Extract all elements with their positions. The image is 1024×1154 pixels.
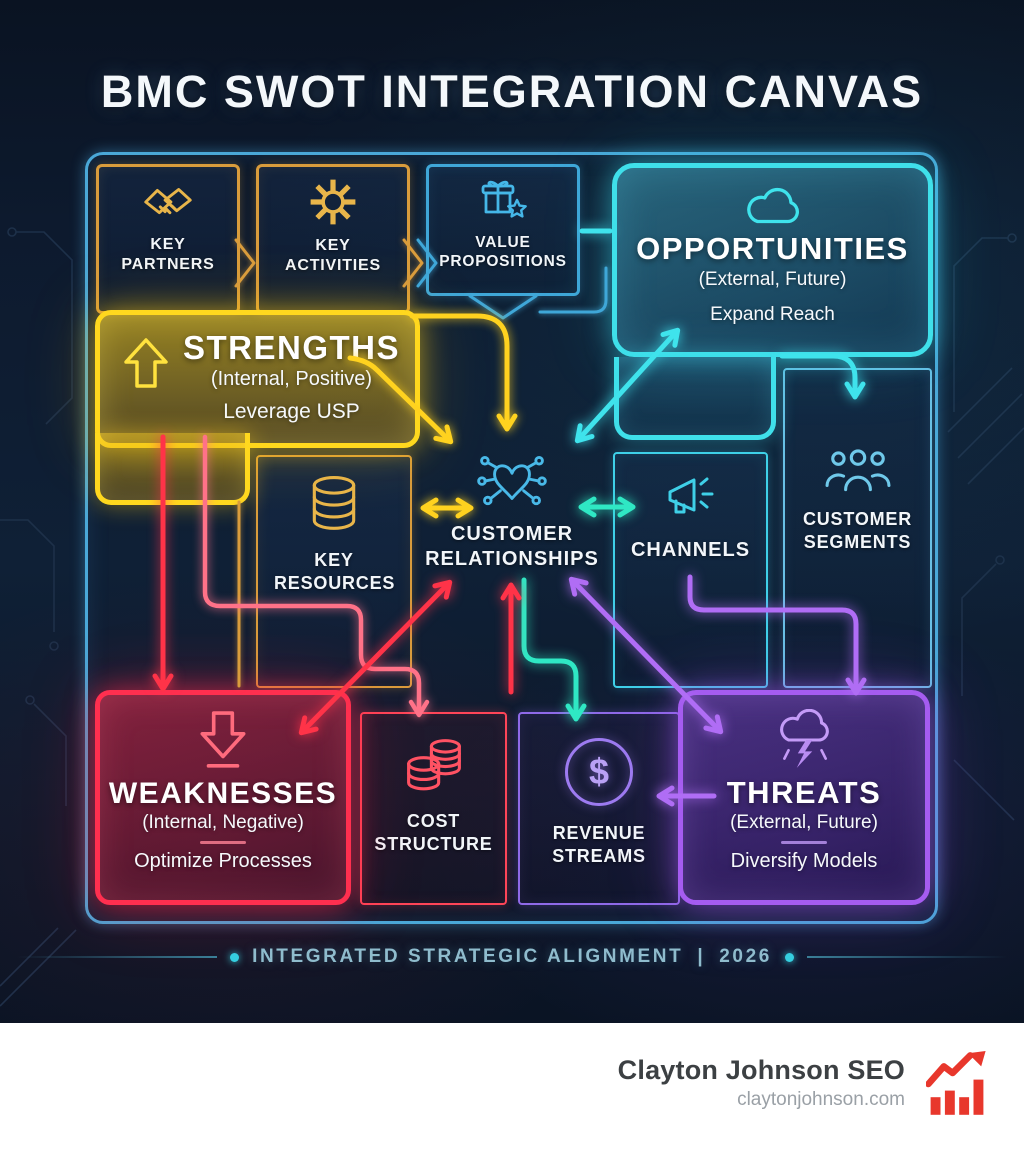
divider [200, 841, 246, 844]
canvas-outer-frame [85, 152, 938, 924]
poster-background: BMC SWOT INTEGRATION CANVAS KEY PARTNERS [0, 0, 1024, 1023]
swot-threats: THREATS (External, Future) Diversify Mod… [678, 690, 930, 905]
swot-opportunities: OPPORTUNITIES (External, Future) Expand … [612, 163, 933, 357]
block-key-resources: KEY RESOURCES [256, 455, 412, 688]
swot-title: STRENGTHS [182, 329, 400, 366]
brand-name: Clayton Johnson SEO [617, 1055, 905, 1085]
handshake-icon [139, 183, 197, 223]
block-customer-segments: CUSTOMER SEGMENTS [783, 368, 932, 688]
block-label: CUSTOMER RELATIONSHIPS [425, 523, 599, 570]
brand-website: claytonjohnson.com [737, 1089, 905, 1110]
gift-icon [476, 175, 530, 227]
caption-bar: INTEGRATED STRATEGIC ALIGNMENT | 2026 [0, 946, 1024, 968]
swot-action: Leverage USP [223, 400, 360, 423]
block-label: VALUE PROPOSITIONS [439, 234, 567, 271]
storm-cloud-icon [771, 709, 837, 771]
block-customer-relationships: CUSTOMER RELATIONSHIPS [422, 452, 602, 602]
block-label: REVENUE STREAMS [552, 823, 646, 866]
megaphone-icon [663, 474, 719, 524]
swot-action: Optimize Processes [134, 850, 312, 872]
swot-title: OPPORTUNITIES [636, 231, 909, 266]
swot-strengths: STRENGTHS (Internal, Positive) Leverage … [95, 310, 420, 448]
caption-separator: | [697, 946, 706, 967]
swot-subtitle: (Internal, Positive) [210, 368, 373, 390]
growth-chart-icon [926, 1051, 988, 1117]
swot-title: WEAKNESSES [108, 777, 338, 810]
swot-opportunities-extension [614, 357, 776, 440]
coins-icon [405, 736, 463, 796]
block-label: KEY PARTNERS [121, 236, 215, 273]
footer: Clayton Johnson SEO claytonjohnson.com [0, 1023, 1024, 1154]
caption-dot-right [784, 952, 794, 962]
block-key-partners: KEY PARTNERS [96, 164, 240, 314]
caption-label: INTEGRATED STRATEGIC ALIGNMENT [252, 946, 684, 967]
brand-block: Clayton Johnson SEO claytonjohnson.com [618, 1055, 905, 1111]
divider [781, 841, 827, 844]
caption-dot-left [230, 952, 240, 962]
swot-subtitle: (Internal, Negative) [142, 812, 304, 833]
cloud-icon [740, 182, 806, 228]
swot-weaknesses: WEAKNESSES (Internal, Negative) Optimize… [95, 690, 351, 905]
database-icon [307, 475, 361, 533]
block-revenue-streams: $ REVENUE STREAMS [518, 712, 680, 905]
caption-line-right [806, 956, 1007, 958]
down-arrow-icon [200, 711, 246, 771]
block-cost-structure: COST STRUCTURE [360, 712, 507, 905]
swot-action: Diversify Models [730, 850, 878, 872]
block-key-activities: KEY ACTIVITIES [256, 164, 410, 314]
circuit-pattern-decoration [0, 227, 1024, 1007]
swot-subtitle: (External, Future) [730, 812, 878, 833]
dollar-glyph: $ [588, 751, 610, 792]
gear-icon [308, 177, 358, 227]
page-title: BMC SWOT INTEGRATION CANVAS [100, 66, 924, 117]
block-channels: CHANNELS [613, 452, 768, 688]
heart-network-icon [475, 452, 549, 514]
block-label: KEY RESOURCES [274, 550, 396, 593]
block-label: KEY ACTIVITIES [284, 237, 381, 274]
caption-year: 2026 [719, 946, 772, 967]
swot-action: Expand Reach [710, 304, 835, 325]
block-value-propositions: VALUE PROPOSITIONS [426, 164, 580, 296]
up-arrow-icon [124, 337, 168, 389]
caption-line-left [17, 956, 218, 958]
block-label: CUSTOMER SEGMENTS [802, 509, 913, 552]
block-label: COST STRUCTURE [374, 811, 493, 854]
swot-subtitle: (External, Future) [698, 269, 847, 290]
caption-text: INTEGRATED STRATEGIC ALIGNMENT | 2026 [252, 946, 772, 968]
dollar-circle-icon: $ [565, 738, 633, 806]
swot-title: THREATS [726, 775, 882, 810]
swot-strengths-extension [95, 433, 250, 505]
block-label: CHANNELS [630, 539, 751, 561]
people-icon [825, 448, 891, 494]
